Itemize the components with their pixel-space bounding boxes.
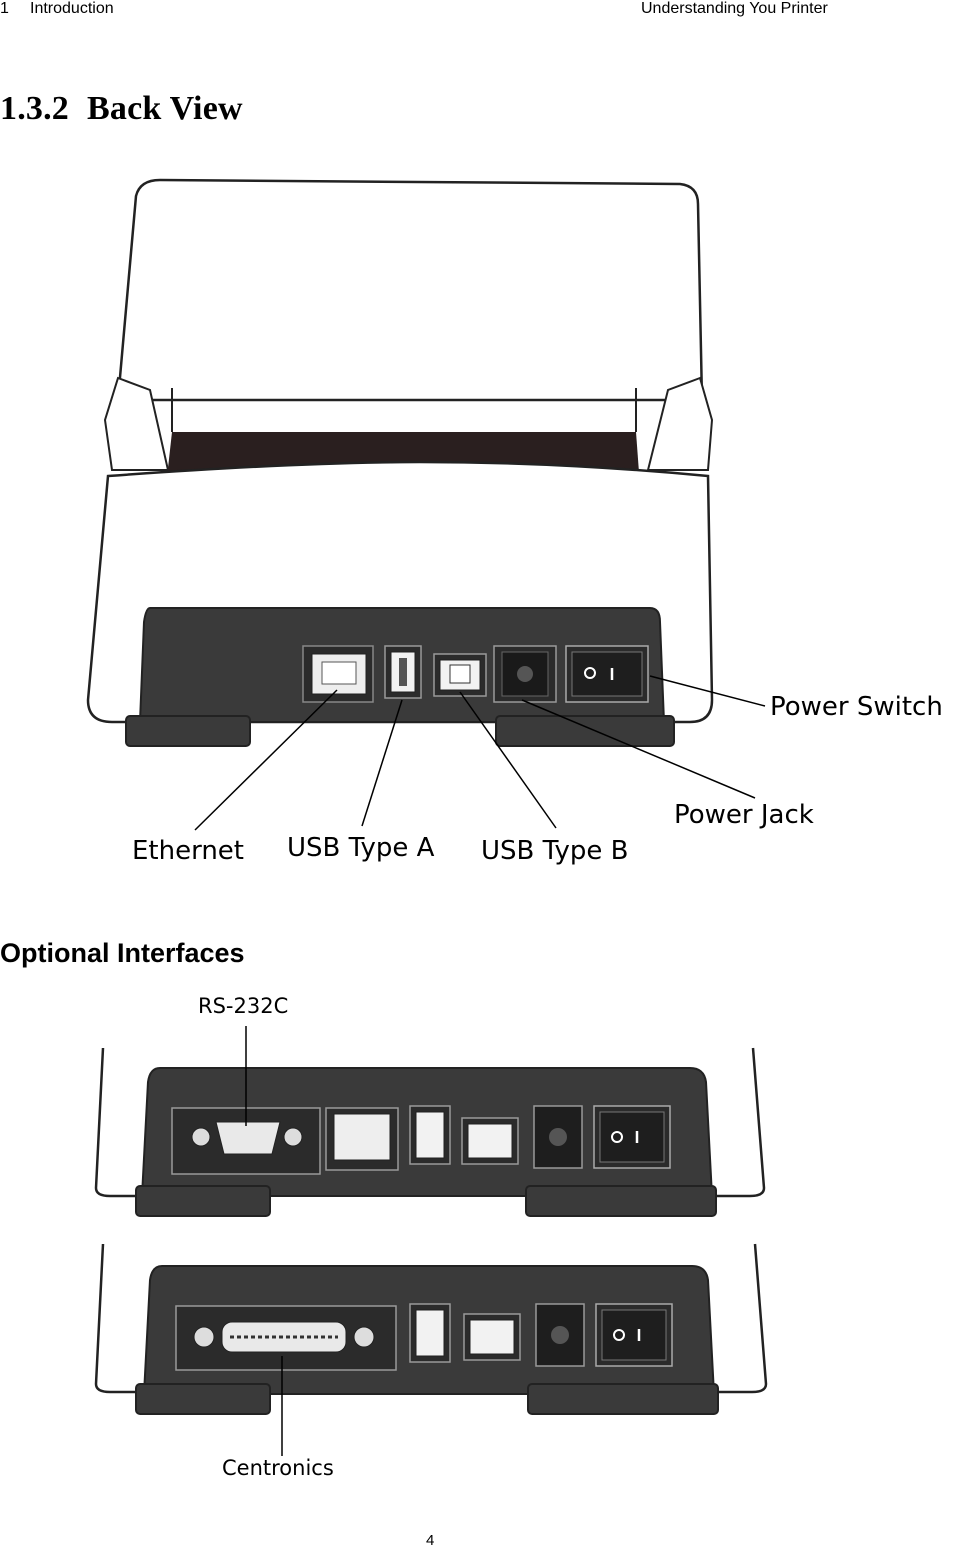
rs232c-ethernet-port	[325, 1107, 399, 1171]
optional-interfaces-heading: Optional Interfaces	[0, 938, 245, 968]
rs232c-option-illustration	[94, 1026, 766, 1217]
section-title: Back View	[87, 90, 243, 127]
centronics-port	[175, 1305, 397, 1371]
page-number: 4	[426, 1532, 435, 1549]
running-header-right: Understanding You Printer	[641, 0, 828, 17]
callout-centronics: Centronics	[222, 1456, 334, 1480]
centronics-power-switch	[595, 1303, 673, 1367]
rs232c-power-jack	[533, 1105, 583, 1169]
rs232c-usb-b-port	[461, 1117, 519, 1165]
centronics-usb-b-port	[463, 1313, 521, 1361]
usb-type-b-port	[433, 653, 487, 697]
chapter-title: Introduction	[30, 0, 114, 17]
left-hinge	[103, 376, 170, 471]
power-jack	[493, 645, 557, 703]
usb-type-a-port	[384, 645, 422, 699]
centronics-usb-a-port	[409, 1303, 451, 1363]
running-header-left: 1 Introduction	[0, 0, 114, 18]
callout-power-jack: Power Jack	[674, 800, 814, 830]
ethernet-port	[302, 645, 374, 703]
right-foot	[495, 715, 675, 747]
power-switch	[565, 645, 649, 703]
rs232c-usb-a-port	[409, 1105, 451, 1165]
callout-usb-type-a: USB Type A	[287, 833, 435, 863]
centronics-power-jack	[535, 1303, 585, 1367]
rs232c-power-switch	[593, 1105, 671, 1169]
left-foot	[125, 715, 251, 747]
printer-top-cover	[116, 178, 704, 402]
printer-back-view-illustration	[86, 178, 766, 831]
callout-usb-type-b: USB Type B	[481, 836, 629, 866]
section-number: 1.3.2	[0, 90, 69, 127]
callout-rs232c: RS-232C	[198, 994, 289, 1018]
back-view-leader-lines	[194, 675, 766, 831]
right-hinge	[646, 376, 714, 471]
chapter-number: 1	[0, 0, 9, 17]
section-heading: 1.3.2 Back View	[0, 90, 243, 128]
centronics-option-illustration	[94, 1243, 768, 1456]
callout-ethernet: Ethernet	[132, 836, 244, 866]
callout-power-switch: Power Switch	[770, 692, 943, 722]
